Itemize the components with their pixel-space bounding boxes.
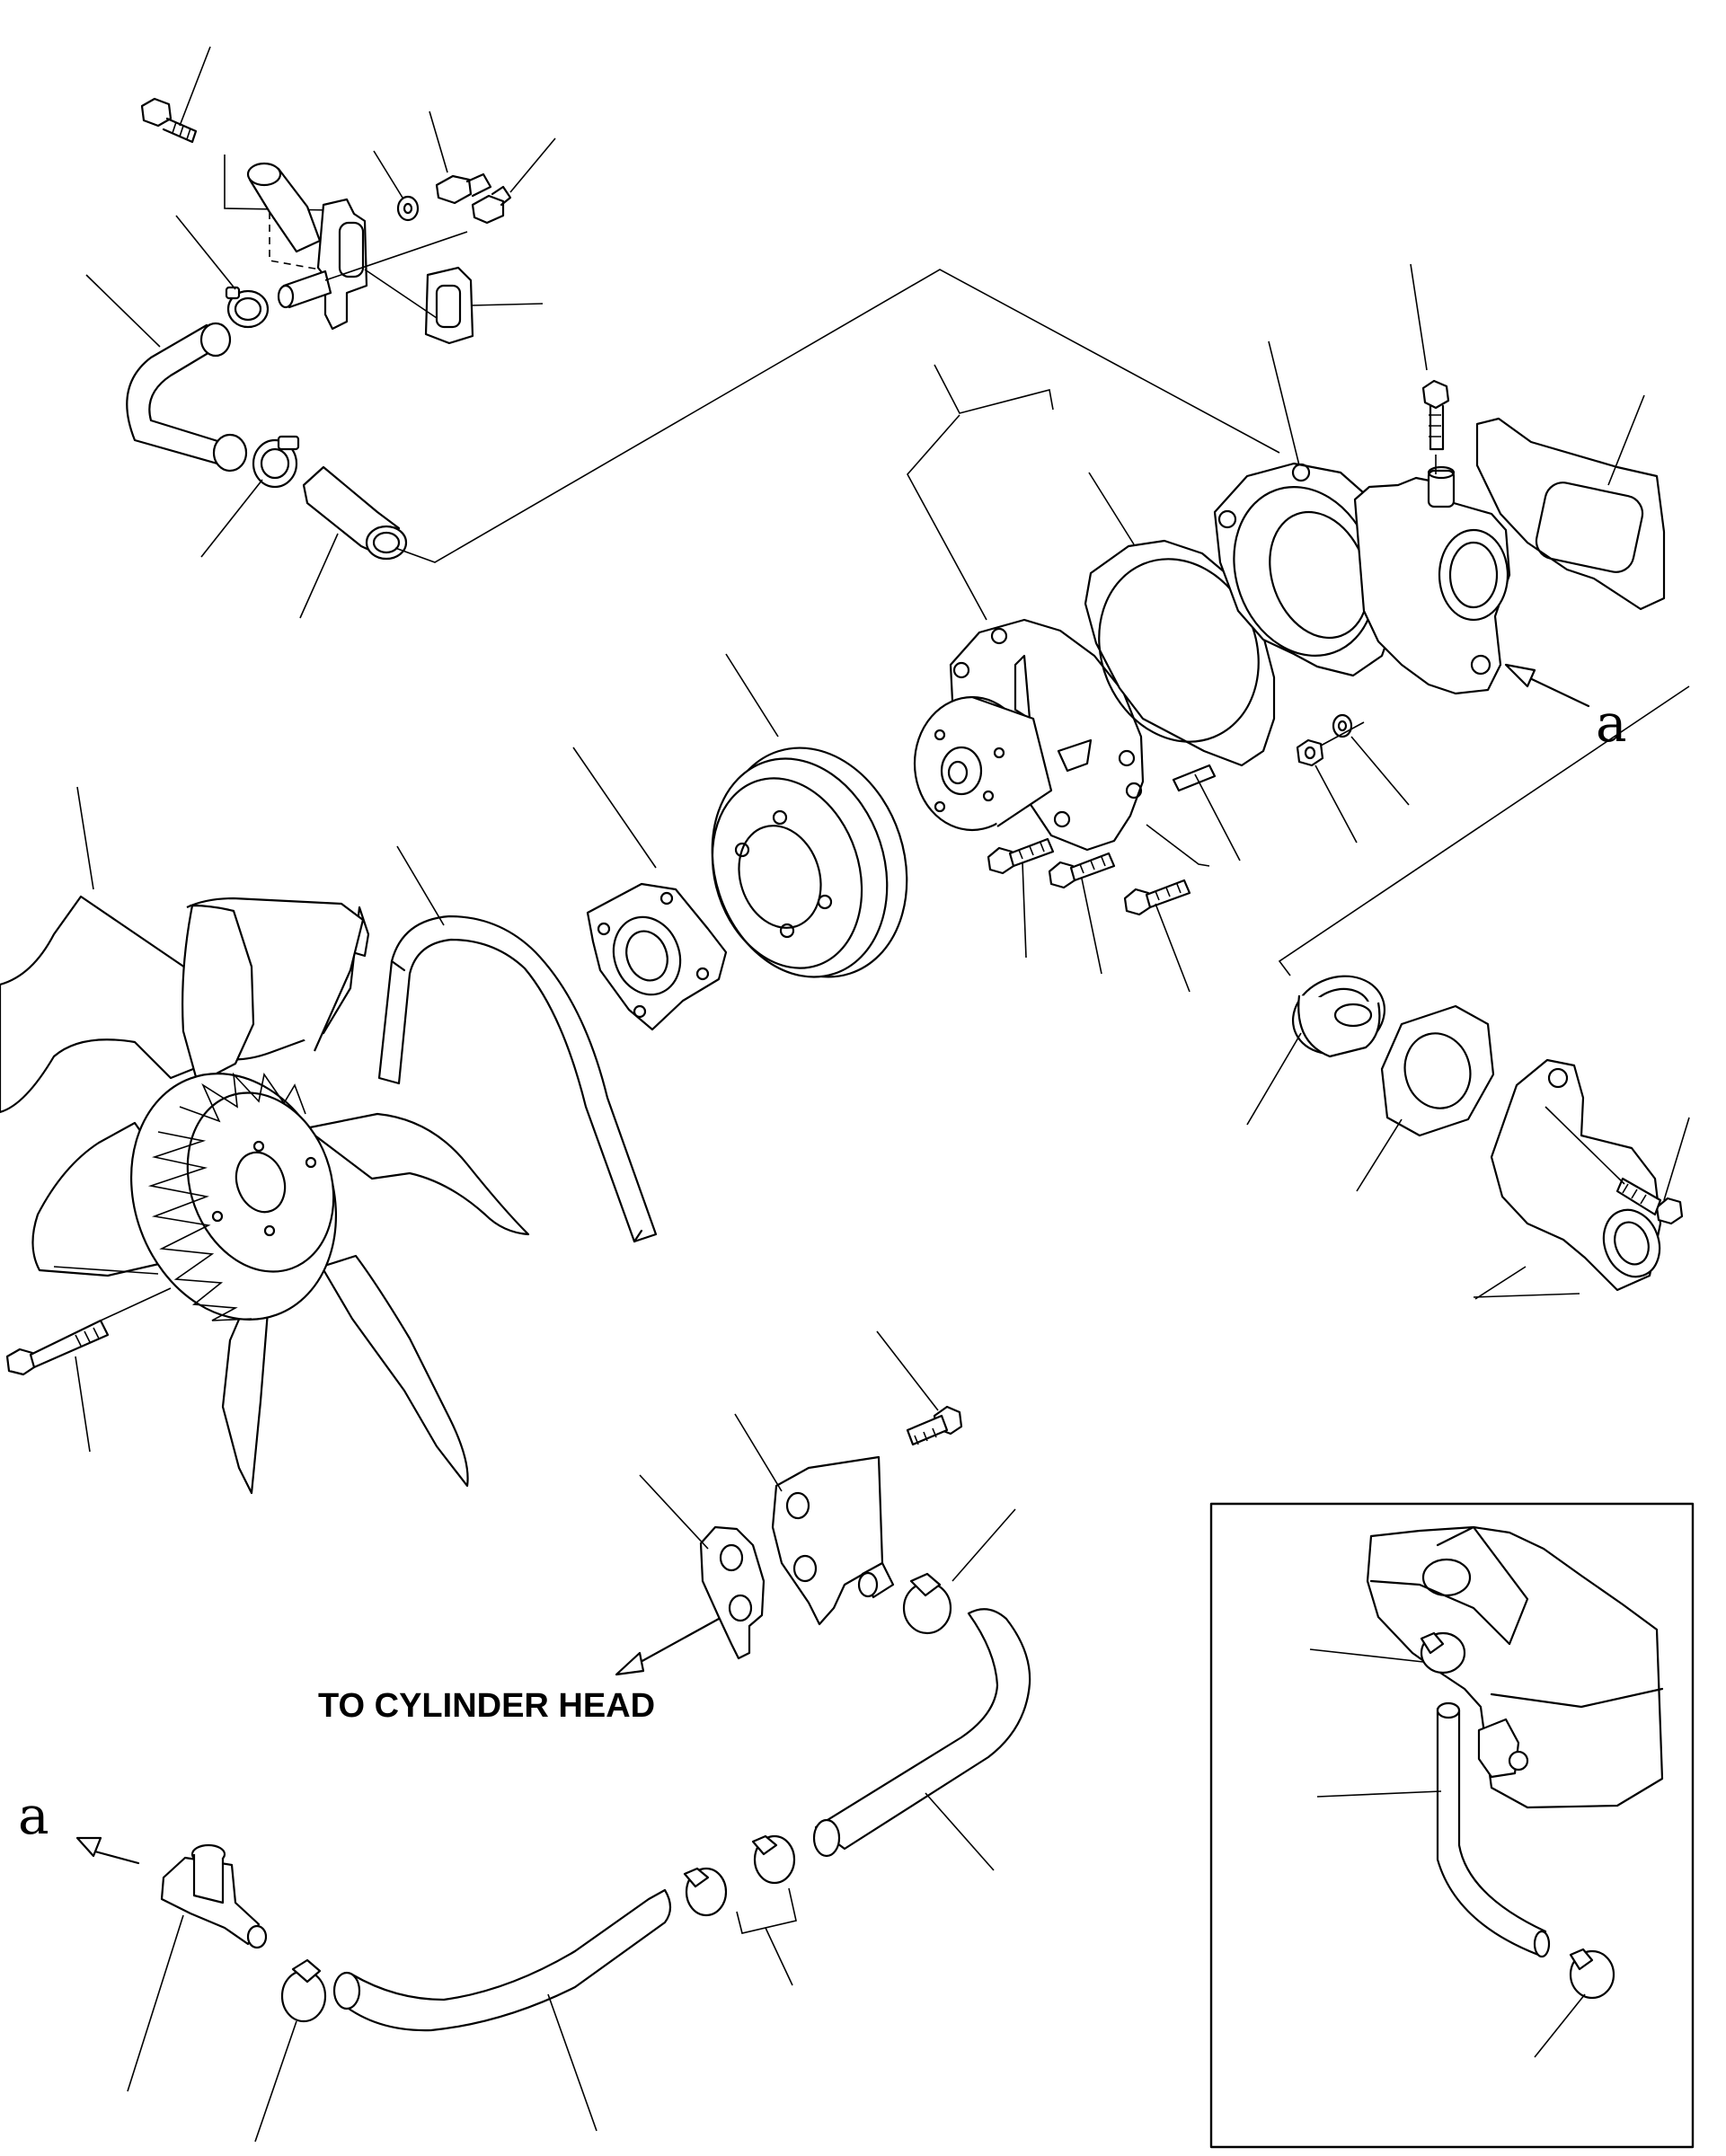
thermostat-cover — [1473, 1058, 1662, 1300]
plug-fitting — [471, 137, 556, 225]
straight-pipe — [277, 231, 468, 309]
v-belt — [377, 845, 658, 1243]
t-joint — [127, 1843, 268, 2092]
housing-bolt-top — [1421, 379, 1450, 474]
reference-label-a-top: a — [1596, 693, 1627, 754]
hose-clamp-d — [254, 1958, 327, 2143]
bracket-bolt — [876, 1330, 963, 1446]
lock-washer — [1332, 713, 1410, 806]
reference-label-a-bottom: a — [18, 1785, 49, 1846]
inset-drain-hose — [1316, 1701, 1551, 1958]
thermostat — [1246, 975, 1386, 1126]
union-fitting — [429, 110, 492, 205]
pipe-bracket — [734, 1413, 884, 1626]
water-pump-assembly — [907, 263, 1666, 993]
cooling-fan — [0, 786, 530, 1495]
heater-hose-lower — [332, 1888, 672, 2132]
hex-nut — [1296, 738, 1358, 844]
inset-detail-box — [1209, 1502, 1695, 2149]
fan-bolt — [5, 1287, 172, 1453]
water-pump-gasket — [1084, 472, 1276, 767]
thermostat-housing-block — [1353, 263, 1511, 695]
fan-pulley — [711, 653, 908, 978]
bypass-pipe-assembly — [85, 46, 1280, 619]
heater-hose-upper — [812, 1608, 1031, 1871]
hose-clamp-c — [683, 1867, 728, 1917]
outlet-gasket — [1475, 394, 1666, 611]
pipe-flange-bracket — [316, 198, 368, 331]
bypass-hose — [85, 274, 248, 473]
short-pipe — [857, 1561, 895, 1599]
thermostat-gasket — [1356, 1004, 1495, 1192]
bracket-gasket — [639, 1474, 766, 1660]
to-cylinder-head-label: TO CYLINDER HEAD — [318, 1687, 656, 1725]
pump-shaft-hub — [913, 695, 1053, 832]
stud-bolt — [1172, 764, 1241, 862]
connector-pipe — [299, 465, 408, 619]
hose-clamp-lower — [200, 435, 300, 558]
inset-lower-clamp — [1534, 1948, 1615, 2058]
hose-clamp-b — [751, 1834, 796, 1885]
flange-bolt — [140, 97, 198, 144]
sealing-washer — [396, 195, 420, 222]
flange-gasket — [364, 266, 544, 345]
hose-clamp-upper — [175, 215, 270, 329]
heater-return-group — [75, 1330, 1031, 2143]
inset-hose-clamp — [1309, 1631, 1466, 1674]
thermostat-group — [1246, 685, 1690, 1300]
pump-bolt-2 — [1048, 852, 1116, 975]
thermostat-cover-bolt — [1545, 1106, 1690, 1225]
pump-bolt-1 — [987, 837, 1055, 959]
fan-spacer — [572, 747, 728, 1031]
inset-pump-housing — [1366, 1525, 1664, 1809]
hose-clamp-a — [902, 1508, 1016, 1635]
pump-bolt-3 — [1123, 879, 1191, 993]
water-pipe-elbow — [246, 162, 322, 270]
